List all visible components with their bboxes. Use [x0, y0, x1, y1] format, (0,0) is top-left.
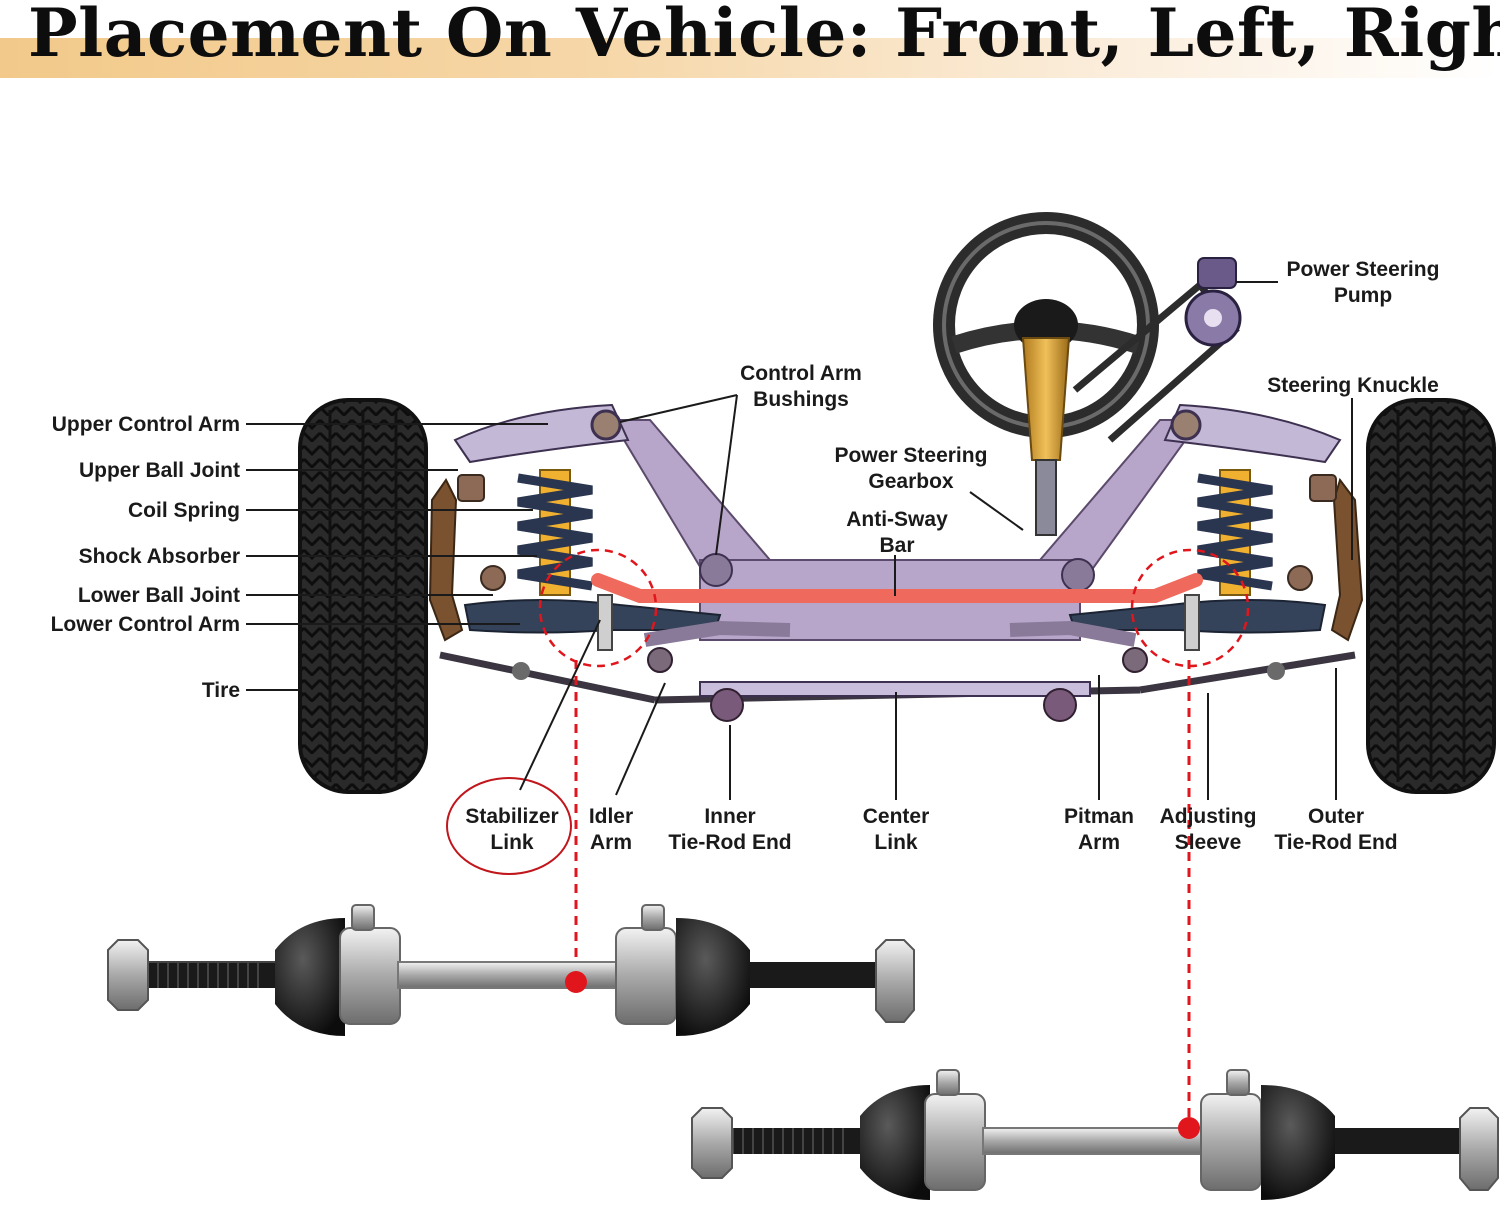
label-control-arm-bushings-2: Bushings — [753, 388, 849, 411]
label-idler-arm-1: Idler — [589, 805, 633, 828]
highlight-circle-left — [538, 548, 658, 668]
label-outer-tie-rod-end-2: Tie-Rod End — [1274, 831, 1397, 854]
stabilizer-link-product-right — [691, 1069, 1499, 1200]
label-center-link-2: Link — [874, 831, 917, 854]
label-upper-control-arm: Upper Control Arm — [52, 413, 240, 436]
label-lower-ball-joint: Lower Ball Joint — [78, 584, 240, 607]
label-anti-sway-bar-2: Bar — [879, 534, 914, 557]
label-idler-arm-2: Arm — [590, 831, 632, 854]
stabilizer-link-label-circle — [446, 777, 572, 875]
stabilizer-link-product-left — [107, 904, 915, 1036]
page-title: Placement On Vehicle: Front, Left, Right — [28, 0, 1500, 72]
label-tire: Tire — [202, 679, 240, 702]
label-steering-knuckle: Steering Knuckle — [1267, 374, 1439, 397]
label-power-steering-gearbox-1: Power Steering — [835, 444, 988, 467]
label-inner-tie-rod-end-1: Inner — [704, 805, 755, 828]
steering-knuckle-right — [1330, 477, 1364, 642]
label-adjusting-sleeve-2: Sleeve — [1175, 831, 1242, 854]
label-pitman-arm-2: Arm — [1078, 831, 1120, 854]
steering-knuckle-left — [428, 478, 464, 642]
coil-spring-left — [517, 469, 593, 596]
coil-spring-right — [1197, 469, 1273, 596]
label-power-steering-pump-1: Power Steering — [1287, 258, 1440, 281]
power-steering-pump — [1072, 257, 1242, 443]
tire-right — [1366, 398, 1496, 794]
label-control-arm-bushings-1: Control Arm — [740, 362, 862, 385]
label-power-steering-pump-2: Pump — [1334, 284, 1392, 307]
upper-control-arm-right — [1163, 403, 1342, 464]
label-stabilizer-link-1: Stabilizer — [465, 805, 558, 828]
label-shock-absorber: Shock Absorber — [79, 545, 240, 568]
label-lower-control-arm: Lower Control Arm — [51, 613, 240, 636]
label-anti-sway-bar-1: Anti-Sway — [846, 508, 948, 531]
label-pitman-arm-1: Pitman — [1064, 805, 1134, 828]
label-power-steering-gearbox-2: Gearbox — [868, 470, 954, 493]
label-center-link-1: Center — [863, 805, 930, 828]
anti-sway-bar — [591, 573, 1203, 603]
label-adjusting-sleeve-1: Adjusting — [1160, 805, 1257, 828]
title-banner — [0, 38, 1500, 78]
leader-lines — [246, 281, 1353, 800]
label-inner-tie-rod-end-2: Tie-Rod End — [668, 831, 791, 854]
label-coil-spring: Coil Spring — [128, 499, 240, 522]
upper-control-arm-left — [453, 403, 630, 464]
label-outer-tie-rod-end-1: Outer — [1308, 805, 1364, 828]
label-stabilizer-link-2: Link — [490, 831, 533, 854]
pitman-arm — [1009, 620, 1137, 647]
idler-arm — [643, 620, 791, 647]
label-upper-ball-joint: Upper Ball Joint — [79, 459, 240, 482]
